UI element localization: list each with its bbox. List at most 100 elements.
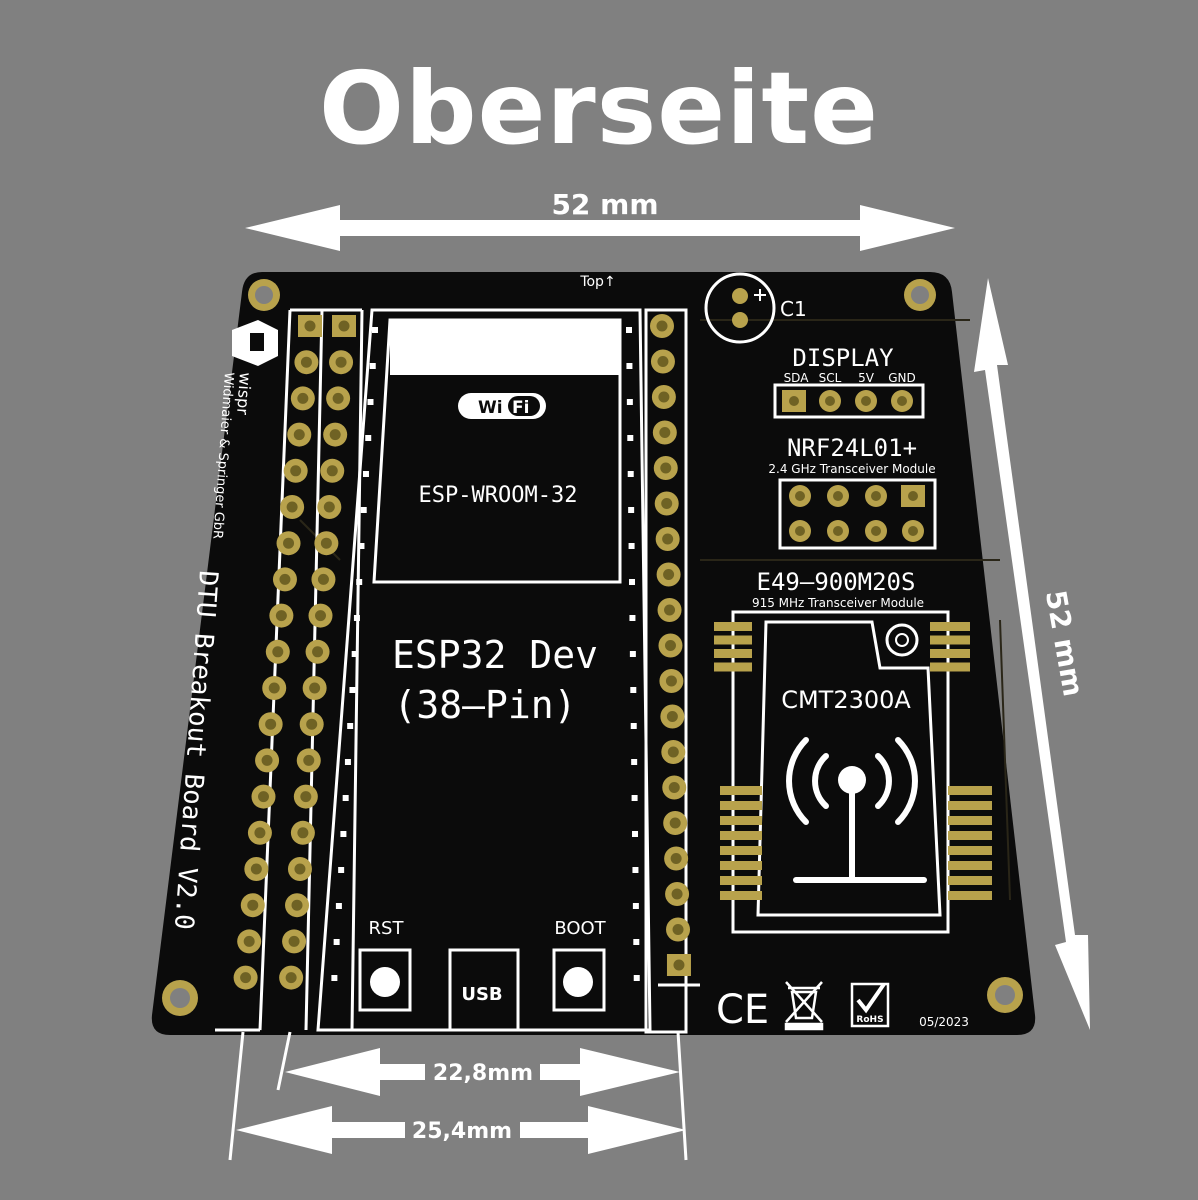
rst-label: RST: [369, 918, 405, 939]
e49-pad-tr-2: [930, 635, 970, 645]
pin-right-19: [666, 954, 691, 976]
pin-left-b-6: [317, 495, 342, 519]
ce-mark: CE: [716, 987, 769, 1033]
castellation-left-8: [356, 579, 363, 585]
boot-button-outline: [552, 948, 606, 1012]
inner-dimension-label: 22,8mm: [433, 1061, 533, 1086]
pin-right-15: [663, 811, 688, 835]
e49-pad-br-5: [948, 846, 992, 855]
weee-bin-icon: [784, 981, 824, 1031]
e49-pad-bl-6: [720, 861, 762, 870]
pin-left-b-1: [332, 315, 356, 337]
pin-left-a-3: [290, 386, 315, 411]
right-pin-row: [650, 314, 691, 976]
height-dimension-arrow: [974, 278, 1090, 1030]
pin-left-b-11: [302, 676, 327, 700]
e49-pad-tr-1: [930, 622, 970, 631]
pin-right-2: [650, 349, 675, 374]
pin-right-14: [662, 775, 687, 800]
display-pin-scl: SCL: [819, 371, 842, 385]
pin-left-a-12: [258, 712, 283, 737]
pin-left-a-16: [244, 857, 269, 881]
nrf-subtitle: 2.4 GHz Transceiver Module: [768, 462, 935, 476]
e49-pad-tr-4: [930, 662, 970, 672]
pin-left-b-4: [323, 422, 348, 447]
e49-pad-br-4: [948, 831, 992, 840]
castellation-right-12: [630, 723, 637, 729]
castellation-right-1: [626, 327, 632, 333]
e49-solder-pads: [714, 622, 992, 900]
pin-extension-lines: [228, 1031, 688, 1161]
capacitor-label: C1: [780, 297, 807, 321]
pin-left-a-19: [233, 965, 258, 990]
height-label: 52 mm: [1039, 588, 1090, 699]
e49-pad-bl-2: [720, 801, 762, 810]
castellation-right-13: [631, 759, 638, 765]
castellation-left-13: [344, 759, 351, 765]
pin-right-12: [660, 704, 685, 729]
pin-left-b-16: [287, 857, 312, 881]
top-marker: Top↑: [579, 274, 615, 290]
castellation-left-2: [369, 363, 376, 369]
castellation-left-17: [335, 903, 342, 909]
e49-pad-br-8: [948, 891, 992, 900]
castellation-right-7: [628, 543, 635, 549]
castellation-left-18: [333, 939, 340, 945]
inner-dimension-arrow: [285, 1048, 680, 1096]
left-header-outline: [215, 308, 364, 1032]
pin-left-a-11: [262, 676, 287, 700]
pin-left-b-5: [320, 458, 345, 483]
boot-label: BOOT: [554, 918, 606, 939]
castellation-right-10: [629, 651, 636, 657]
castellation-right-5: [627, 471, 634, 477]
pin-left-a-9: [269, 603, 294, 628]
pin-right-4: [652, 420, 677, 445]
pin-right-11: [659, 669, 684, 693]
e49-pad-tl-3: [714, 649, 752, 658]
pin-left-a-6: [280, 495, 305, 519]
wispr-logo: [232, 320, 278, 366]
pin-left-b-9: [308, 603, 333, 628]
pin-right-5: [653, 456, 678, 480]
castellation-left-15: [340, 831, 347, 837]
e49-pad-bl-8: [720, 891, 762, 900]
wifi-logo: Wi Fi: [458, 393, 546, 419]
e49-pad-tl-4: [714, 662, 752, 672]
e49-module-outline: [731, 610, 950, 934]
rohs-icon: RoHS: [850, 982, 890, 1028]
rohs-label: RoHS: [856, 1015, 883, 1025]
castellation-right-18: [633, 939, 640, 945]
width-label: 52 mm: [551, 188, 658, 221]
pin-left-a-5: [283, 458, 308, 483]
castellation-right-8: [629, 579, 636, 585]
castellation-left-16: [338, 867, 345, 873]
width-dimension-arrow: [245, 205, 955, 251]
mounting-hole-bottom-right: [987, 977, 1023, 1013]
mounting-hole-top-left: [248, 279, 280, 311]
castellation-right-15: [632, 831, 639, 837]
e49-pad-br-2: [948, 801, 992, 810]
esp-dev-line1: ESP32 Dev: [392, 633, 598, 677]
pin-right-13: [661, 740, 686, 764]
e49-title: E49–900M20S: [757, 568, 916, 596]
castellation-left-9: [353, 615, 360, 621]
pin-left-a-14: [251, 784, 276, 809]
castellation-left-4: [365, 435, 372, 441]
esp-dev-line2: (38–Pin): [393, 683, 576, 727]
castellation-right-3: [626, 399, 633, 405]
castellation-right-2: [626, 363, 633, 369]
pin-left-b-2: [329, 350, 354, 375]
pin-left-b-17: [285, 893, 310, 918]
page-title: Oberseite: [319, 50, 879, 167]
pin-left-a-2: [294, 350, 319, 375]
pin-left-a-18: [237, 929, 262, 954]
left-pin-row-b: [279, 315, 356, 990]
pin-left-a-10: [265, 639, 290, 664]
pin-left-a-15: [247, 820, 272, 845]
pin-left-a-7: [276, 531, 301, 556]
pin-right-9: [657, 598, 682, 622]
display-pin-5v: 5V: [858, 371, 875, 385]
e49-subtitle: 915 MHz Transceiver Module: [752, 596, 924, 610]
castellation-right-19: [633, 975, 640, 981]
